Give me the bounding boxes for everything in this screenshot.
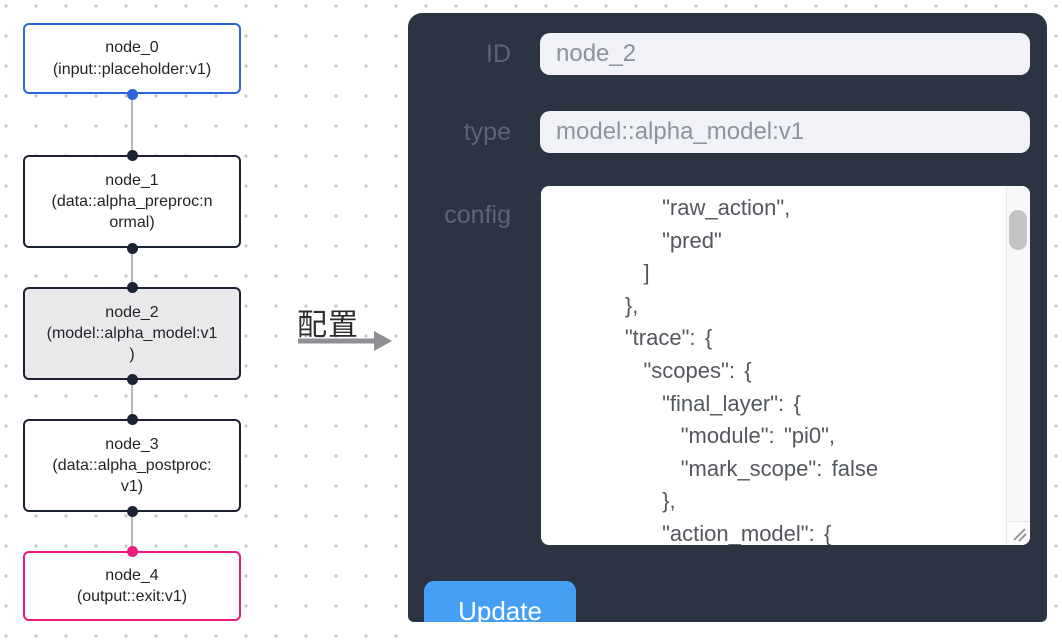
node-title: node_1 bbox=[105, 171, 159, 189]
edge-node2-node3 bbox=[131, 379, 133, 419]
config-label: config bbox=[444, 201, 511, 229]
id-label: ID bbox=[486, 40, 511, 68]
port-node3-output[interactable] bbox=[126, 505, 138, 517]
type-label: type bbox=[463, 118, 511, 146]
config-panel: ID type config "raw_action", "pred" ] },… bbox=[408, 13, 1047, 622]
node-subtitle: (output::exit:v1) bbox=[76, 588, 188, 605]
flow-node-1[interactable]: node_1 (data::alpha_preproc:n ormal) bbox=[23, 155, 241, 248]
port-node1-output[interactable] bbox=[126, 242, 138, 254]
config-editor[interactable]: "raw_action", "pred" ] }, "trace": { "sc… bbox=[541, 186, 1030, 545]
edge-node3-node4 bbox=[131, 511, 133, 551]
type-input[interactable] bbox=[540, 111, 1030, 153]
node-title: node_3 bbox=[105, 435, 159, 453]
node-title: node_0 bbox=[105, 39, 159, 57]
port-node4-input[interactable] bbox=[126, 545, 138, 557]
node-subtitle: (data::alpha_postproc: v1) bbox=[52, 456, 212, 496]
config-editor-corner bbox=[1006, 521, 1030, 545]
port-node0-output[interactable] bbox=[126, 88, 138, 100]
config-json-text[interactable]: "raw_action", "pred" ] }, "trace": { "sc… bbox=[624, 195, 879, 545]
bottom-mask bbox=[408, 622, 1062, 643]
flow-canvas: node_0 (input::placeholder:v1) node_1 (d… bbox=[0, 0, 408, 643]
node-subtitle: (model::alpha_model:v1 ) bbox=[46, 324, 218, 364]
flow-node-0[interactable]: node_0 (input::placeholder:v1) bbox=[23, 23, 241, 94]
flow-node-4[interactable]: node_4 (output::exit:v1) bbox=[23, 551, 241, 621]
edge-node1-node2 bbox=[131, 248, 133, 287]
node-subtitle: (input::placeholder:v1) bbox=[52, 60, 212, 78]
node-title: node_2 bbox=[105, 303, 159, 321]
id-input[interactable] bbox=[540, 33, 1030, 75]
port-node3-input[interactable] bbox=[126, 413, 138, 425]
update-button[interactable]: Update bbox=[424, 581, 576, 622]
flow-node-2-selected[interactable]: node_2 (model::alpha_model:v1 ) bbox=[23, 287, 241, 380]
node-title: node_4 bbox=[105, 566, 159, 584]
resize-grip-icon[interactable] bbox=[1009, 524, 1029, 544]
node-subtitle: (data::alpha_preproc:n ormal) bbox=[51, 192, 213, 232]
config-scrollbar-track bbox=[1006, 186, 1030, 521]
port-node2-output[interactable] bbox=[126, 373, 138, 385]
arrow-right-icon bbox=[298, 331, 392, 351]
flow-node-3[interactable]: node_3 (data::alpha_postproc: v1) bbox=[23, 419, 241, 512]
config-annotation-label: 配置 bbox=[297, 309, 359, 342]
edge-node0-node1 bbox=[131, 94, 133, 155]
port-node1-input[interactable] bbox=[126, 149, 138, 161]
config-scrollbar-thumb[interactable] bbox=[1009, 210, 1027, 250]
port-node2-input[interactable] bbox=[126, 281, 138, 293]
